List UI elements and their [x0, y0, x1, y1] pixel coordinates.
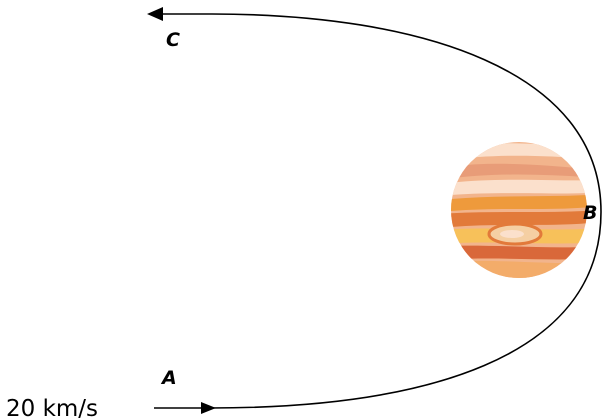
- planet-icon: [451, 142, 587, 278]
- outgoing-arrowhead-icon: [147, 7, 163, 21]
- trajectory-path: [162, 13, 602, 409]
- incoming-arrowhead-icon: [201, 402, 216, 414]
- speed-label: 20 km/s: [6, 396, 98, 419]
- point-a-label: A: [160, 367, 177, 389]
- point-c-label: C: [166, 29, 180, 51]
- point-b-label: B: [583, 202, 597, 224]
